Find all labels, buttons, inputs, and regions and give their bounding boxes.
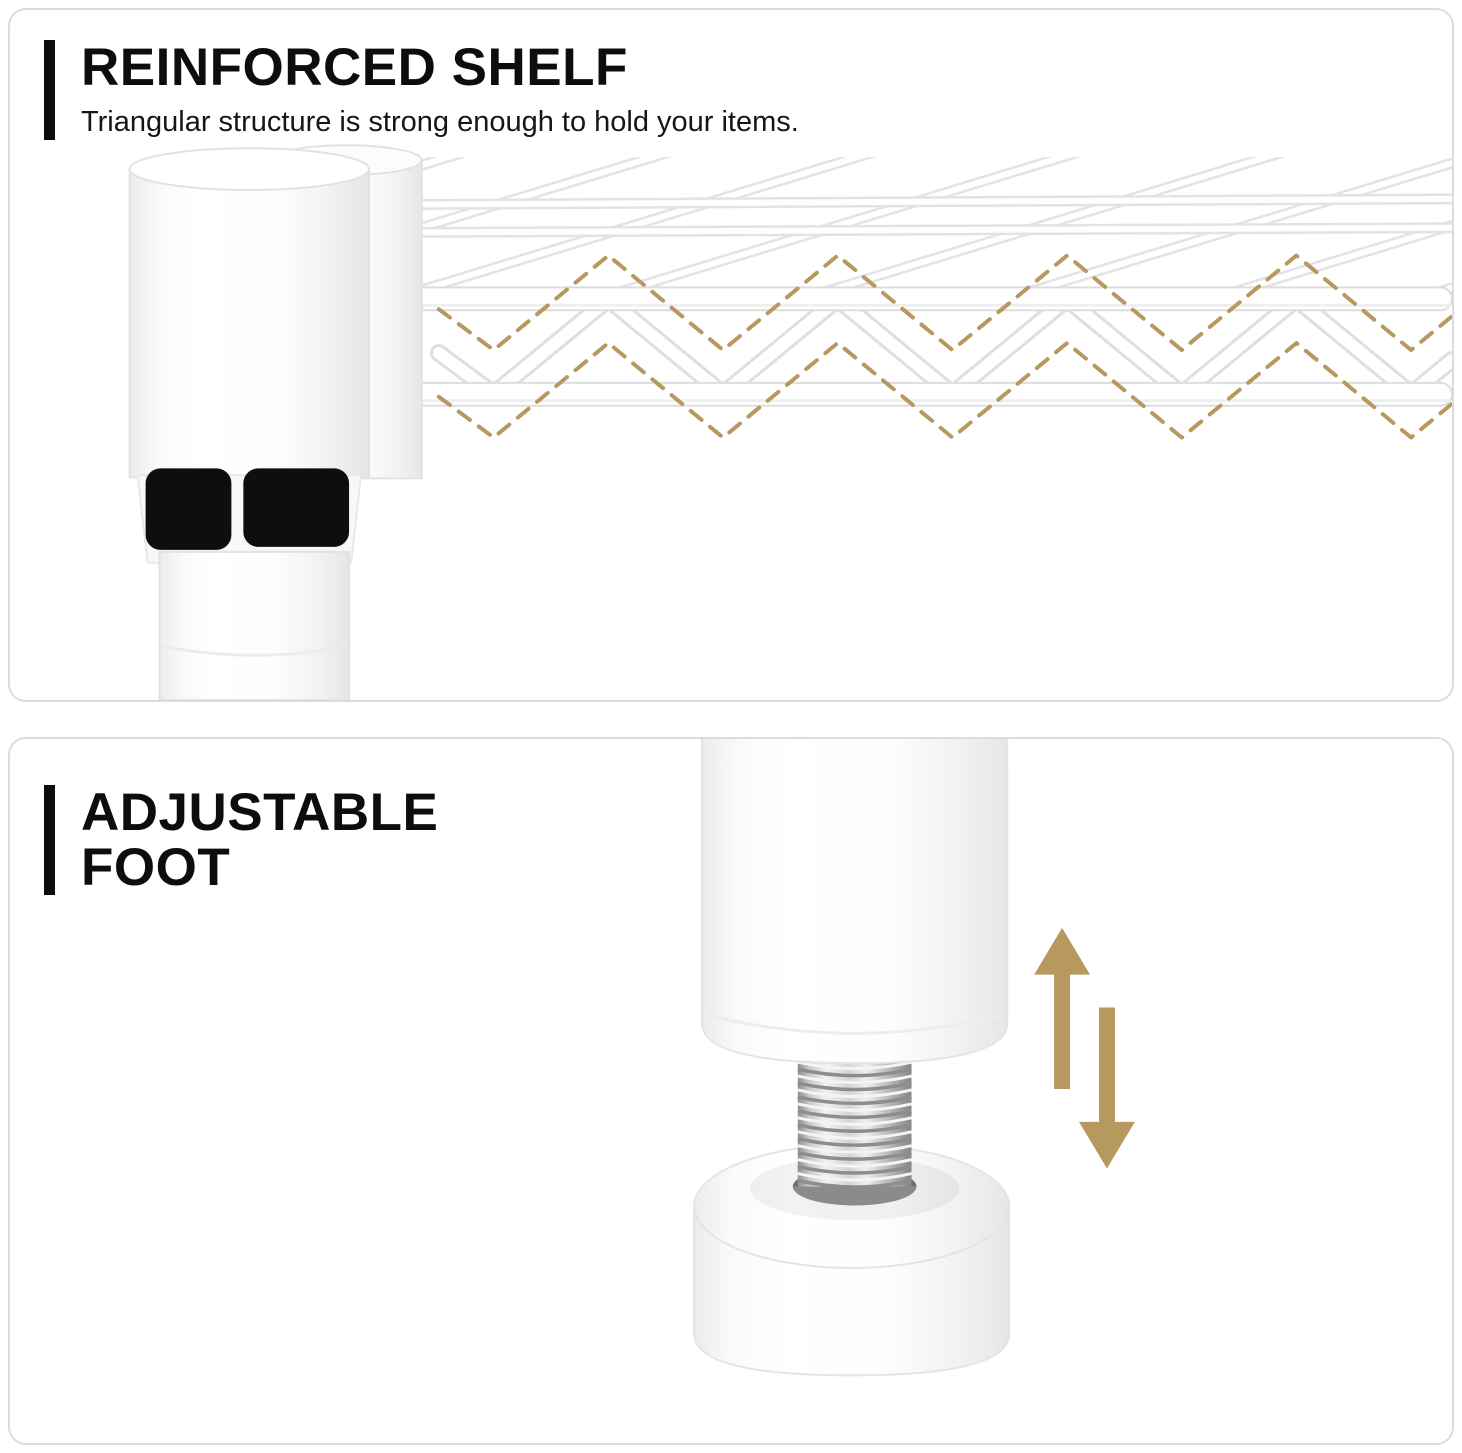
panel-title: REINFORCED SHELF bbox=[81, 38, 628, 97]
foot-base bbox=[693, 1143, 1011, 1377]
post-collar-window-right bbox=[243, 468, 350, 547]
arrow-down bbox=[1079, 1007, 1135, 1169]
shelf-corner-post bbox=[128, 144, 423, 700]
zigzag-dashed-lower bbox=[436, 341, 1452, 440]
shelf-rail-bottom bbox=[355, 381, 1452, 407]
reinforced-shelf-panel: REINFORCED SHELF Triangular structure is… bbox=[8, 8, 1454, 702]
adjustable-foot-illustration bbox=[693, 739, 1135, 1377]
title-accent-bar bbox=[44, 40, 55, 140]
post-collar-window-left bbox=[145, 468, 232, 550]
up-down-arrows-icon bbox=[1034, 927, 1135, 1169]
panel-subtitle: Triangular structure is strong enough to… bbox=[81, 106, 799, 139]
reinforced-shelf-header: REINFORCED SHELF Triangular structure is… bbox=[44, 40, 799, 140]
adjustable-foot-panel: ADJUSTABLE FOOT bbox=[8, 737, 1454, 1445]
zigzag-annotation-dashes bbox=[436, 253, 1452, 440]
arrow-up bbox=[1034, 927, 1091, 1090]
title-accent-bar bbox=[44, 785, 55, 896]
zigzag-dashed-upper bbox=[436, 253, 1452, 353]
shelf-wire-mesh bbox=[349, 157, 1452, 303]
hole-front-lip bbox=[792, 1186, 917, 1206]
panel-title-line2: FOOT bbox=[81, 838, 231, 898]
panel-title: ADJUSTABLE FOOT bbox=[81, 785, 438, 895]
reinforced-shelf-illustration bbox=[128, 144, 1452, 700]
shelf-rail-top bbox=[355, 286, 1452, 312]
panel-title-line1: ADJUSTABLE bbox=[81, 783, 439, 842]
leg-tube bbox=[701, 739, 1009, 1065]
adjustable-foot-header: ADJUSTABLE FOOT bbox=[44, 785, 438, 895]
